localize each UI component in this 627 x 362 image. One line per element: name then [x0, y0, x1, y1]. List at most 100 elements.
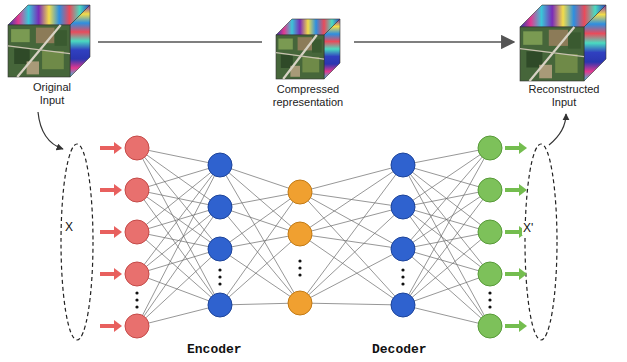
pointer-line: [549, 114, 566, 145]
weight-line: [403, 148, 490, 249]
signal-arrow: [505, 268, 527, 280]
weight-line: [403, 190, 490, 249]
signal-arrow: [100, 226, 122, 238]
data-flow-arrow: [354, 41, 514, 43]
neuron: [391, 153, 415, 177]
neuron: [288, 180, 312, 204]
cube-side: [70, 5, 90, 77]
image-caption: Original Input: [21, 81, 83, 107]
neuron: [208, 153, 232, 177]
ellipsis-dot: [135, 298, 138, 301]
ellipsis-dot: [135, 291, 138, 294]
ellipsis-dot: [401, 282, 404, 285]
image-caption: Reconstructed Input: [522, 83, 606, 109]
weight-line: [403, 232, 490, 305]
weight-line: [403, 148, 490, 305]
weight-line: [300, 165, 403, 234]
neuron: [288, 291, 312, 315]
ellipsis-dot: [488, 291, 491, 294]
weight-line: [403, 232, 490, 249]
neuron: [125, 220, 149, 244]
neuron: [125, 262, 149, 286]
signal-head: [519, 142, 527, 154]
neuron: [478, 178, 502, 202]
weight-line: [300, 303, 403, 305]
neuron: [391, 237, 415, 261]
signal-head: [114, 184, 122, 196]
cube-front: [276, 35, 324, 79]
weight-line: [403, 165, 490, 326]
weight-line: [137, 207, 220, 326]
signal-head: [114, 142, 122, 154]
weight-line: [220, 234, 300, 305]
signal-head: [519, 184, 527, 196]
weight-line: [300, 207, 403, 303]
weight-line: [403, 249, 490, 274]
data-flow-arrow: [98, 41, 262, 43]
output-vector-label: X': [522, 221, 534, 235]
input-bracket: [61, 144, 93, 340]
ellipsis-dot: [298, 273, 301, 276]
weight-line: [300, 207, 403, 234]
cube-picture: [262, 3, 354, 83]
road: [17, 25, 60, 77]
weight-line: [300, 234, 403, 305]
signal-arrow: [100, 268, 122, 280]
neuron: [208, 195, 232, 219]
terrain-patch: [555, 54, 577, 73]
signal-arrow: [100, 142, 122, 154]
weight-line: [220, 165, 300, 192]
weight-line: [137, 274, 220, 305]
terrain-patch: [42, 51, 64, 69]
weight-line: [220, 192, 300, 249]
terrain-patch: [523, 31, 542, 45]
weight-line: [300, 192, 403, 249]
road: [8, 46, 70, 54]
neuron: [125, 136, 149, 160]
terrain-patch: [11, 29, 30, 42]
ellipsis-dot: [218, 275, 221, 278]
signal-shaft: [100, 324, 116, 328]
weight-line: [137, 249, 220, 274]
ellipsis-dot: [401, 268, 404, 271]
cube-picture: [6, 3, 98, 81]
ellipsis-dot: [298, 266, 301, 269]
weight-line: [220, 165, 300, 234]
neuron: [208, 293, 232, 317]
neuron: [288, 222, 312, 246]
weight-line: [403, 207, 490, 326]
part-name: Decoder: [371, 342, 428, 357]
weight-line: [137, 165, 220, 232]
neuron: [125, 178, 149, 202]
ellipsis-dot: [135, 305, 138, 308]
road: [276, 53, 324, 60]
cube-front: [520, 27, 584, 81]
weight-line: [403, 190, 490, 305]
ellipsis-dot: [218, 282, 221, 285]
hyperspectral-cube: [276, 19, 340, 79]
neuron: [391, 195, 415, 219]
ellipsis-dot: [488, 298, 491, 301]
part-name: Encoder: [186, 342, 243, 357]
weight-line: [137, 305, 220, 326]
image-cube-node: Reconstructed Input: [514, 3, 614, 109]
cube-front: [8, 25, 70, 77]
weight-line: [300, 165, 403, 192]
image-caption: Compressed representation: [263, 83, 353, 109]
hyperspectral-cube: [520, 5, 606, 81]
weight-line: [300, 165, 403, 303]
weight-line: [137, 165, 220, 190]
signal-arrow: [505, 320, 527, 332]
terrain-patch: [568, 32, 581, 48]
terrain-patch: [278, 39, 292, 50]
weight-line: [137, 165, 220, 274]
weight-line: [137, 207, 220, 274]
signal-shaft: [505, 324, 521, 328]
signal-arrow: [505, 142, 527, 154]
signal-shaft: [100, 230, 116, 234]
weight-line: [137, 249, 220, 326]
neuron: [478, 136, 502, 160]
weight-line: [137, 232, 220, 305]
terrain-patch: [302, 57, 319, 72]
cube-side: [584, 5, 606, 81]
